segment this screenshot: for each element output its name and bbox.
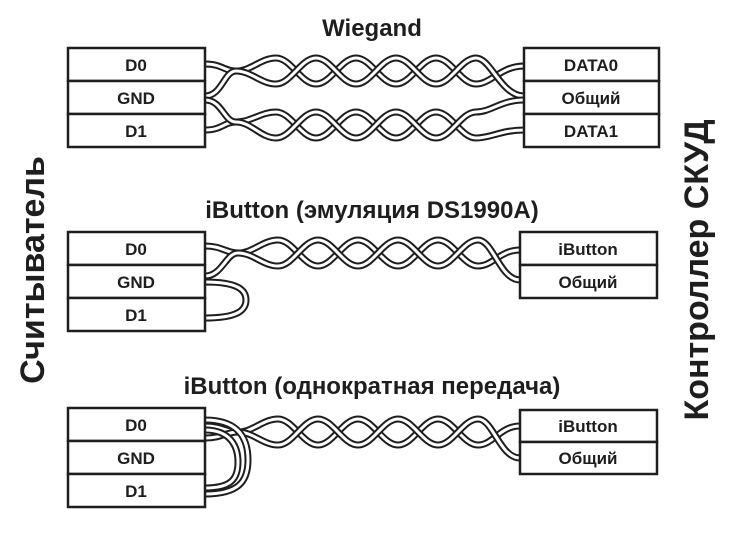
controller-pin-label: Общий — [559, 273, 618, 292]
controller-terminal-block: iButton Общий — [518, 230, 659, 300]
controller-pin-label: iButton — [558, 240, 617, 259]
ibutton-single-transfer-loops — [201, 416, 252, 498]
controller-terminal-block: DATA0 Общий DATA1 — [522, 46, 661, 149]
wires — [201, 54, 528, 498]
reader-pin-label: GND — [117, 449, 155, 468]
reader-pin-label: D1 — [125, 306, 147, 325]
controller-pin-common — [518, 440, 659, 476]
ibutton-single-transfer-twisted-pair — [201, 415, 524, 462]
section-ibutton-emulation: iButton (эмуляция DS1990A) D0 GND D1 iBu… — [66, 197, 659, 333]
section-title: iButton (однократная передача) — [184, 373, 561, 400]
reader-pin-label: GND — [117, 89, 155, 108]
section-title: iButton (эмуляция DS1990A) — [205, 197, 539, 224]
reader-pin-d0 — [66, 230, 207, 267]
controller-pin-label: DATA1 — [564, 122, 618, 141]
reader-pin-label: D1 — [125, 482, 147, 501]
reader-pin-label: D0 — [125, 56, 147, 75]
reader-pin-label: D1 — [125, 122, 147, 141]
reader-pin-label: GND — [117, 273, 155, 292]
wiegand-twisted-pair-d1 — [201, 96, 528, 142]
controller-pin-data1 — [522, 112, 661, 149]
controller-pin-data0 — [522, 46, 661, 83]
ibutton-emulation-d1-gnd-loop — [201, 278, 250, 322]
reader-pin-label: D0 — [125, 240, 147, 259]
controller-pin-label: DATA0 — [564, 56, 618, 75]
ibutton-emulation-twisted-pair — [201, 236, 524, 284]
reader-pin-d0 — [66, 406, 207, 443]
controller-pin-ibutton — [518, 408, 659, 444]
reader-pin-d1 — [66, 112, 207, 149]
section-wiegand: Wiegand D0 GND D1 DATA0 Общий DATA1 — [66, 15, 661, 149]
controller-pin-label: iButton — [558, 417, 617, 436]
section-title: Wiegand — [322, 15, 422, 42]
reader-pin-label: D0 — [125, 416, 147, 435]
reader-pin-d1 — [66, 296, 207, 333]
controller-terminal-block: iButton Общий — [518, 408, 659, 476]
reader-pin-gnd — [66, 439, 207, 476]
controller-pin-label: Общий — [562, 89, 621, 108]
reader-pin-gnd — [66, 263, 207, 300]
controller-side-label: Контроллер СКУД — [678, 119, 716, 420]
reader-terminal-block: D0 GND D1 — [66, 46, 207, 149]
reader-side-label: Считыватель — [14, 156, 52, 384]
reader-terminal-block: D0 GND D1 — [66, 230, 207, 333]
reader-pin-d1 — [66, 472, 207, 509]
reader-pin-gnd — [66, 79, 207, 116]
reader-terminal-block: D0 GND D1 — [66, 406, 207, 509]
controller-pin-label: Общий — [559, 449, 618, 468]
wiegand-twisted-pair-d0 — [201, 54, 528, 100]
section-ibutton-single-transfer: iButton (однократная передача) D0 GND D1… — [66, 373, 659, 509]
controller-pin-common — [518, 263, 659, 300]
